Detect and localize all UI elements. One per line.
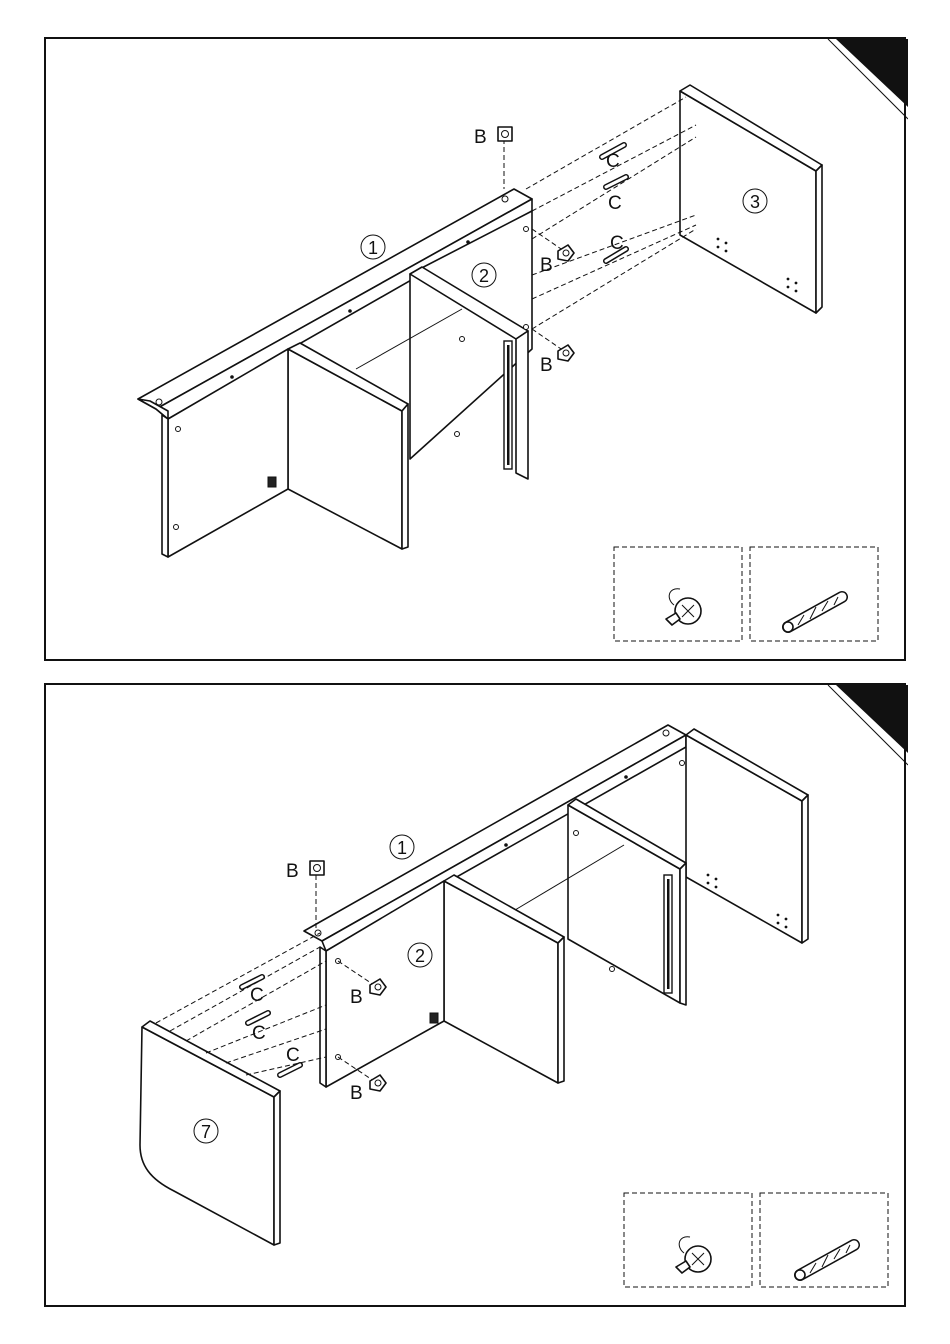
svg-text:B: B <box>286 861 299 882</box>
cam-lock-top: B <box>474 127 512 148</box>
legend-cam-lock <box>614 547 742 641</box>
svg-text:C: C <box>606 151 620 172</box>
svg-text:B: B <box>540 255 553 276</box>
svg-text:C: C <box>252 1023 266 1044</box>
cam-lock-bottom: B <box>350 1075 386 1104</box>
svg-text:3: 3 <box>750 192 760 212</box>
label-b-middle: B <box>350 987 363 1008</box>
svg-text:B: B <box>350 987 363 1008</box>
part-number-3: 3 <box>750 192 760 212</box>
svg-text:C: C <box>608 193 622 214</box>
label-b-top: B <box>474 127 487 148</box>
svg-text:B: B <box>474 127 487 148</box>
middle-divider <box>444 875 564 1083</box>
svg-text:2: 2 <box>415 946 425 966</box>
cam-lock-bottom: B <box>540 345 574 376</box>
svg-text:1: 1 <box>368 238 378 258</box>
svg-text:C: C <box>610 233 624 254</box>
svg-text:C: C <box>250 985 264 1006</box>
panel-3-side: 3 <box>680 85 822 313</box>
step-corner-marker <box>836 685 908 753</box>
svg-text:C: C <box>286 1045 300 1066</box>
label-b-bottom: B <box>350 1083 363 1104</box>
part-number-1: 1 <box>368 238 378 258</box>
part-number-2: 2 <box>415 946 425 966</box>
label-c-2: C <box>608 193 622 214</box>
assembly-step-1: 2 3 <box>44 37 906 661</box>
svg-text:2: 2 <box>479 266 489 286</box>
label-c-1: C <box>606 151 620 172</box>
svg-text:1: 1 <box>397 838 407 858</box>
cam-lock-top: B <box>286 861 324 882</box>
label-c-3: C <box>286 1045 300 1066</box>
cam-lock-middle: B <box>540 245 574 276</box>
label-c-3: C <box>610 233 624 254</box>
label-c-2: C <box>252 1023 266 1044</box>
label-b-bottom: B <box>540 355 553 376</box>
dowel-1: C <box>242 977 264 1006</box>
panel-7-end: 7 <box>140 1021 280 1245</box>
label-b-top: B <box>286 861 299 882</box>
dowel-1: C <box>602 145 624 172</box>
legend-dowel <box>750 547 878 641</box>
right-side-panel <box>680 729 809 943</box>
svg-text:7: 7 <box>201 1122 211 1142</box>
legend-dowel <box>760 1193 888 1287</box>
label-c-1: C <box>250 985 264 1006</box>
step-corner-marker <box>836 39 908 107</box>
part-number-1: 1 <box>397 838 407 858</box>
legend-cam-lock <box>624 1193 752 1287</box>
part-number-2: 2 <box>479 266 489 286</box>
dowel-3: C <box>280 1045 300 1075</box>
step-2-diagram: 2 1 7 <box>46 685 908 1309</box>
step-1-diagram: 2 3 <box>46 39 908 663</box>
svg-text:B: B <box>540 355 553 376</box>
svg-text:B: B <box>350 1083 363 1104</box>
label-b-middle: B <box>540 255 553 276</box>
part-number-7: 7 <box>201 1122 211 1142</box>
dowel-2: C <box>248 1013 268 1044</box>
assembly-step-2: 2 1 7 <box>44 683 906 1307</box>
